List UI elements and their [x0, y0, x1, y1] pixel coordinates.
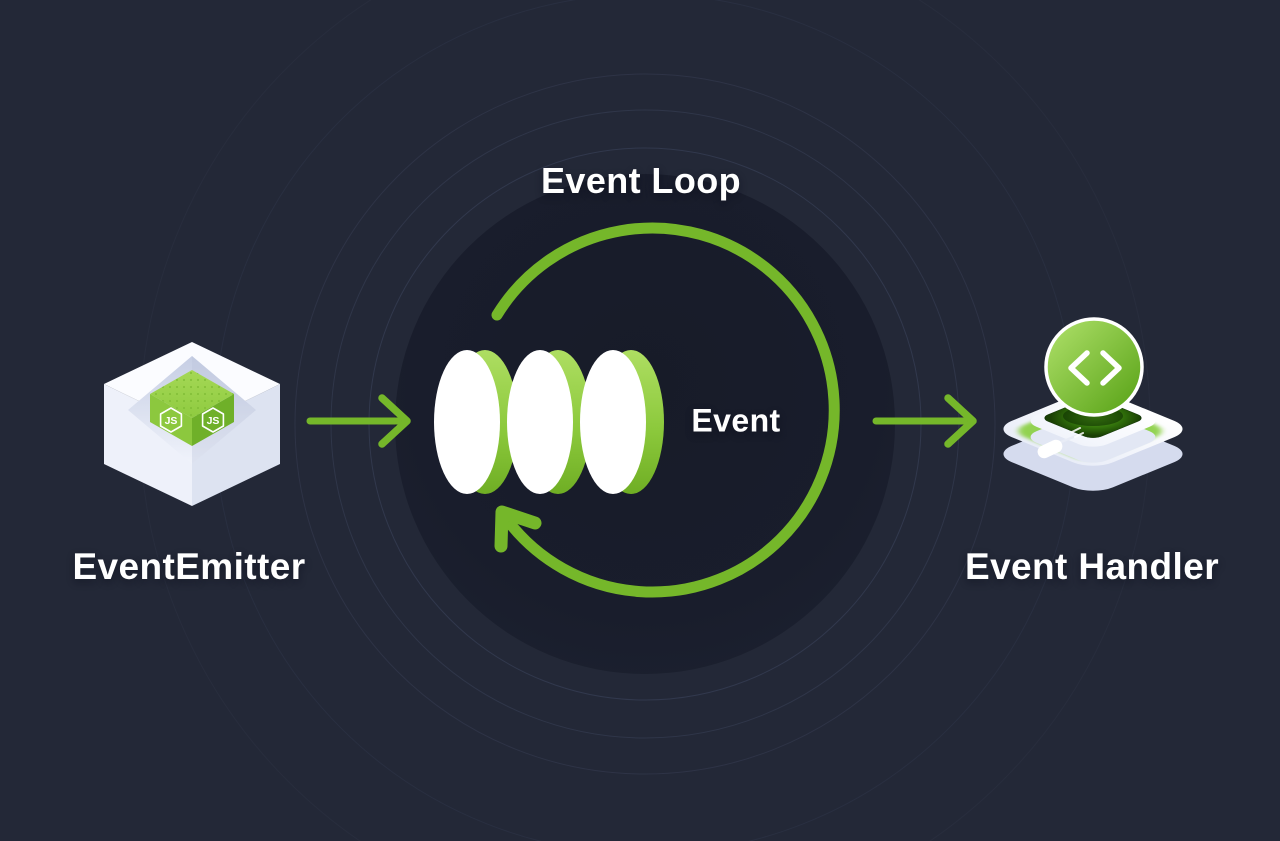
loop-arc — [491, 222, 840, 598]
node-cube-right-face — [192, 394, 234, 446]
connector-plug — [1037, 439, 1063, 459]
background-ring — [294, 73, 996, 775]
loop-arrowhead — [494, 505, 542, 553]
js-hexagon-badges — [159, 407, 225, 433]
code-ball — [1044, 317, 1144, 417]
emitter-to-loop-arrow — [306, 394, 411, 448]
node-cube-left-face — [150, 394, 192, 446]
event-emitter-label: EventEmitter — [72, 546, 306, 587]
js-hexagon — [201, 407, 225, 433]
arrow-head — [378, 394, 411, 448]
event-disc — [507, 350, 573, 494]
js-badge-label: JS — [165, 415, 178, 427]
circular-arrow-icon — [491, 222, 840, 598]
connector-pins — [1071, 427, 1084, 438]
code-bracket-platform-icon — [1003, 317, 1183, 491]
cube-left-face — [104, 384, 192, 506]
code-brackets-icon — [1068, 350, 1122, 386]
nodejs-open-cube-icon: JS JS — [104, 342, 280, 506]
arrow-head — [944, 394, 977, 448]
event-disc — [434, 350, 500, 494]
event-loop-title: Event Loop — [541, 160, 741, 201]
js-hexagon — [159, 407, 183, 433]
cube-right-face — [192, 384, 280, 506]
event-disc — [580, 350, 646, 494]
js-badge-label: JS — [207, 415, 220, 427]
left-bracket — [1068, 350, 1090, 386]
event-handler-label: Event Handler — [965, 546, 1219, 587]
loop-to-handler-arrow — [872, 394, 977, 448]
event-label: Event — [691, 402, 781, 439]
node-cube-top-dots — [150, 370, 234, 418]
right-bracket — [1100, 350, 1122, 386]
event-discs-icon — [434, 350, 664, 494]
